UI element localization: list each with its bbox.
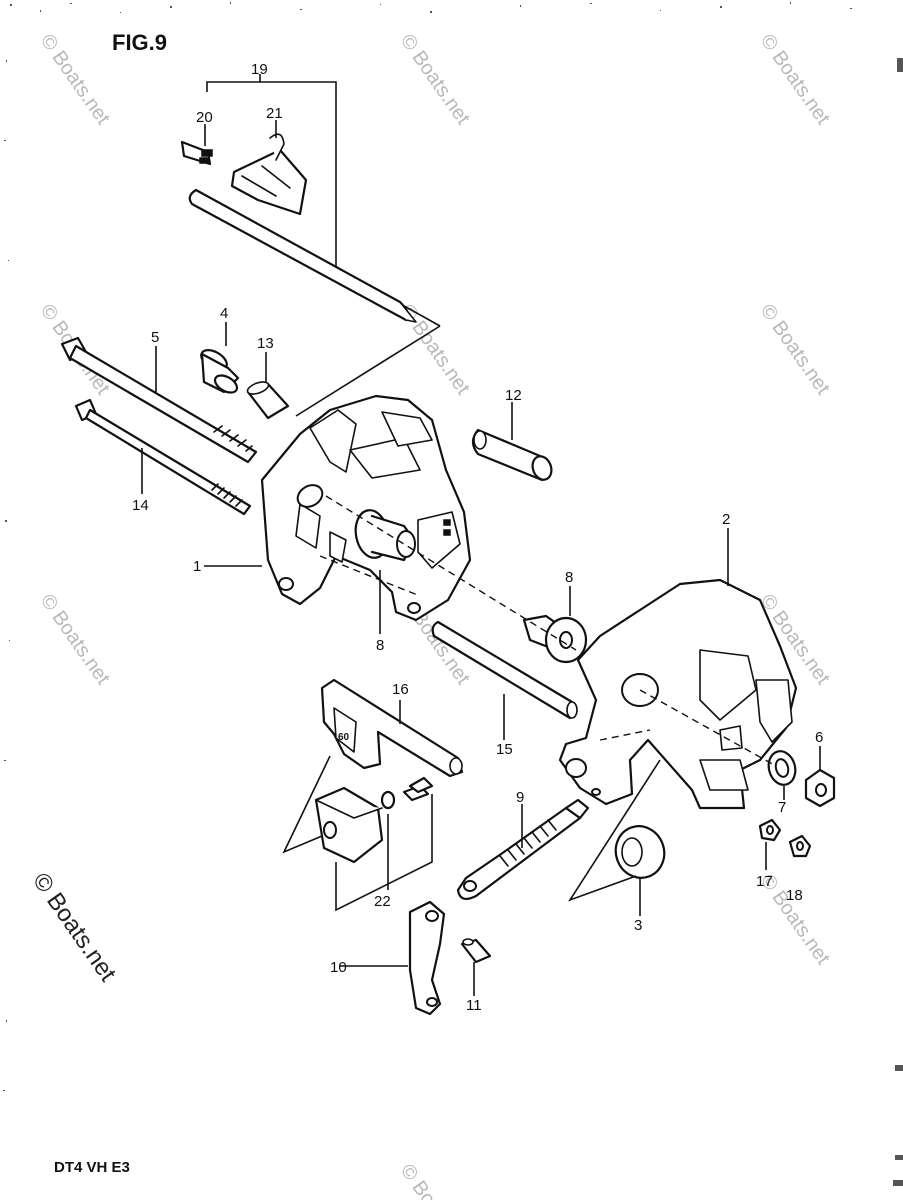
callout-8-left: 8 <box>376 637 384 654</box>
callout-16: 16 <box>392 681 409 698</box>
part-4-bushing <box>200 322 240 394</box>
model-code: DT4 VH E3 <box>54 1159 130 1176</box>
part-15-rod <box>431 620 578 740</box>
callout-4: 4 <box>220 305 228 322</box>
watermark-text-corner: © Boats.net <box>27 868 121 987</box>
figure-title: FIG.9 <box>112 30 167 55</box>
callout-8-right: 8 <box>565 569 573 586</box>
callouts: 19 20 21 4 5 13 12 14 2 1 8 8 16 15 6 9 … <box>132 61 823 1014</box>
part-11-pin <box>460 938 492 996</box>
callout-18: 18 <box>786 887 803 904</box>
callout-14: 14 <box>132 497 149 514</box>
part-12-pin <box>471 402 553 482</box>
part-8-washer-upper <box>354 509 416 634</box>
part-stamp: 60 <box>338 732 350 743</box>
callout-22: 22 <box>374 893 391 910</box>
callout-1: 1 <box>193 558 201 575</box>
callout-19: 19 <box>251 61 268 78</box>
watermark-text: © Boats.net <box>396 1160 474 1200</box>
callout-6: 6 <box>815 729 823 746</box>
part-13-sleeve <box>246 352 290 420</box>
part-16-plate: 60 <box>320 678 464 778</box>
part-1-clamp-bracket <box>204 394 472 622</box>
scan-noise <box>3 2 903 1186</box>
part-6-nut <box>804 746 836 808</box>
watermark-text: © Boats.net <box>36 30 114 129</box>
part-10-lever <box>340 900 446 1016</box>
watermark-text: © Boats.net <box>756 30 834 129</box>
callout-10: 10 <box>330 959 347 976</box>
callout-2: 2 <box>722 511 730 528</box>
watermark-text: © Boats.net <box>756 300 834 399</box>
part-19-rod-assembly <box>180 74 441 417</box>
watermark-text: © Boats.net <box>396 30 474 129</box>
part-22-block <box>282 755 434 912</box>
part-9-adjust-rod <box>456 798 590 901</box>
callout-9: 9 <box>516 789 524 806</box>
part-18-nut <box>788 834 812 858</box>
part-7-washer <box>767 750 797 800</box>
callout-3: 3 <box>634 917 642 934</box>
part-17-nut <box>758 818 782 870</box>
part-14-bolt <box>74 398 252 516</box>
watermark-text: © Boats.net <box>36 590 114 689</box>
part-5-bolt <box>60 336 258 464</box>
callout-21: 21 <box>266 105 283 122</box>
callout-15: 15 <box>496 741 513 758</box>
part-2-stern-bracket <box>558 528 798 810</box>
callout-20: 20 <box>196 109 213 126</box>
callout-17: 17 <box>756 873 773 890</box>
assembly-lines <box>319 495 777 767</box>
part-3-cap <box>568 759 666 916</box>
callout-11: 11 <box>466 997 482 1014</box>
callout-5: 5 <box>151 329 159 346</box>
callout-12: 12 <box>505 387 522 404</box>
callout-7: 7 <box>778 799 786 816</box>
callout-13: 13 <box>257 335 274 352</box>
